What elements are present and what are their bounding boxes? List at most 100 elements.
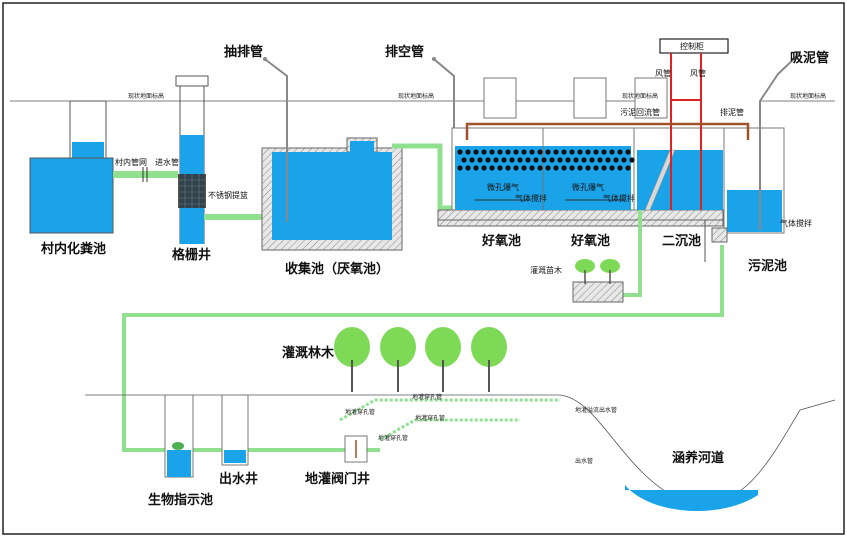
sludge-tank [711, 127, 785, 243]
media-ball [577, 165, 583, 171]
label-gas-stir-3: 气体搅拌 [780, 218, 812, 228]
label-sludge-discharge: 排泥管 [720, 107, 744, 117]
media-ball [521, 165, 527, 171]
media-ball [469, 157, 475, 163]
media-ball [481, 165, 487, 171]
media-ball [601, 165, 607, 171]
label-ground-1: 现状地面标高 [128, 92, 164, 100]
label-seedling-irrigation: 灌溉苗木 [530, 265, 562, 275]
media-ball [537, 165, 543, 171]
media-ball [497, 149, 503, 155]
label-gas-stir-1: 气体搅拌 [515, 193, 547, 203]
media-ball [549, 157, 555, 163]
label-village-pipe: 村内管网 [115, 157, 147, 167]
media-ball [557, 157, 563, 163]
label-bio-indicator-pond: 生物指示池 [148, 492, 213, 508]
label-ground-4: 现状地面标高 [790, 92, 826, 100]
media-ball [617, 165, 623, 171]
label-aerobic-1: 好氧池 [481, 233, 521, 249]
media-ball [513, 149, 519, 155]
media-ball [533, 157, 539, 163]
label-air-pipe-2: 风管 [690, 68, 706, 78]
media-ball [613, 157, 619, 163]
label-inlet-pipe: 进水管 [155, 157, 179, 167]
media-ball [565, 157, 571, 163]
media-ball [477, 157, 483, 163]
label-steel-basket: 不锈钢提篮 [208, 190, 248, 200]
media-ball [629, 157, 635, 163]
media-ball [573, 157, 579, 163]
media-ball [581, 157, 587, 163]
collection-tank [261, 137, 403, 251]
label-grille-well: 格栅井 [172, 247, 211, 263]
grille-well [175, 75, 209, 244]
label-river: 涵养河道 [672, 450, 724, 466]
label-sludge-tank: 污泥池 [748, 258, 787, 274]
trees [334, 327, 507, 392]
bio-indicator-pond [164, 394, 194, 478]
media-ball [489, 149, 495, 155]
media-ball [513, 165, 519, 171]
media-ball [561, 149, 567, 155]
media-ball [541, 157, 547, 163]
label-perforated-2: 地灌穿孔管 [412, 393, 442, 401]
media-ball [529, 149, 535, 155]
pipe-collection-to-aerobic [392, 143, 455, 211]
pipe-grille-to-collection [204, 214, 272, 220]
label-sludge-suction: 吸泥管 [790, 50, 829, 66]
media-ball [461, 157, 467, 163]
village-pipe [113, 167, 178, 182]
air-pipes [670, 53, 702, 210]
media-ball [537, 149, 543, 155]
media-ball [569, 165, 575, 171]
label-perforated-3: 地灌穿孔管 [378, 434, 408, 442]
media-ball [609, 149, 615, 155]
media-ball [617, 149, 623, 155]
media-ball [553, 149, 559, 155]
river-water [625, 485, 758, 512]
media-ball [577, 149, 583, 155]
media-ball [489, 165, 495, 171]
outlet-well [221, 394, 249, 466]
label-pump-pipe: 抽排管 [224, 44, 263, 60]
media-ball [545, 165, 551, 171]
label-gas-stir-2: 气体搅拌 [603, 193, 635, 203]
media-ball [593, 165, 599, 171]
label-ground-2: 现状地面标高 [398, 92, 434, 100]
media-ball [621, 157, 627, 163]
label-perforated-1: 地灌穿孔管 [345, 408, 375, 416]
sludge-suction-pipe [759, 55, 798, 230]
media-ball [457, 149, 463, 155]
media-ball [553, 165, 559, 171]
media-ball [521, 149, 527, 155]
biofilm-media [457, 149, 635, 171]
control-cabinet [659, 38, 729, 54]
media-ball [545, 149, 551, 155]
media-ball [501, 157, 507, 163]
label-aeration-2: 微孔爆气 [572, 182, 604, 192]
media-ball [525, 157, 531, 163]
media-ball [625, 165, 631, 171]
media-ball [473, 165, 479, 171]
media-ball [561, 165, 567, 171]
vent-pipe [434, 59, 455, 146]
label-perforated-4: 地灌穿孔管 [415, 414, 445, 422]
label-forest-irrigation: 灌溉林木 [282, 345, 335, 361]
perforated-pipes [339, 398, 560, 442]
media-ball [509, 157, 515, 163]
label-ground-3: 现状地面标高 [622, 92, 658, 100]
label-village-septic: 村内化粪池 [41, 241, 106, 257]
media-ball [585, 149, 591, 155]
pump-pipe [265, 59, 288, 222]
media-ball [481, 149, 487, 155]
media-ball [605, 157, 611, 163]
media-ball [465, 165, 471, 171]
media-ball [569, 149, 575, 155]
media-ball [473, 149, 479, 155]
media-ball [601, 149, 607, 155]
media-ball [589, 157, 595, 163]
seedlings [572, 259, 624, 303]
media-ball [585, 165, 591, 171]
label-collection-tank: 收集池（厌氧池） [285, 261, 389, 277]
